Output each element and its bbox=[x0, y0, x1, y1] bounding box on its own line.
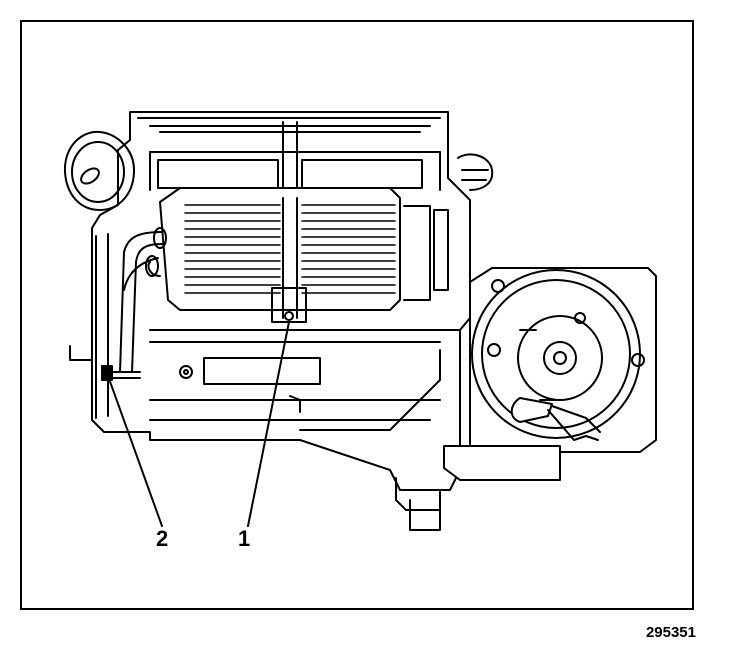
figure-code: 295351 bbox=[645, 624, 696, 641]
leader-lines bbox=[107, 321, 290, 527]
round-cap-fitting bbox=[63, 130, 135, 211]
leader-line-2 bbox=[107, 375, 163, 527]
leader-line-1 bbox=[247, 321, 290, 527]
callout-2: 2 bbox=[156, 526, 169, 551]
heater-core bbox=[159, 187, 449, 323]
blower-motor bbox=[443, 267, 657, 481]
callout-1: 1 bbox=[238, 526, 251, 551]
figure-frame bbox=[20, 20, 694, 610]
hose-pipes bbox=[101, 227, 167, 381]
lower-housing bbox=[69, 329, 461, 531]
